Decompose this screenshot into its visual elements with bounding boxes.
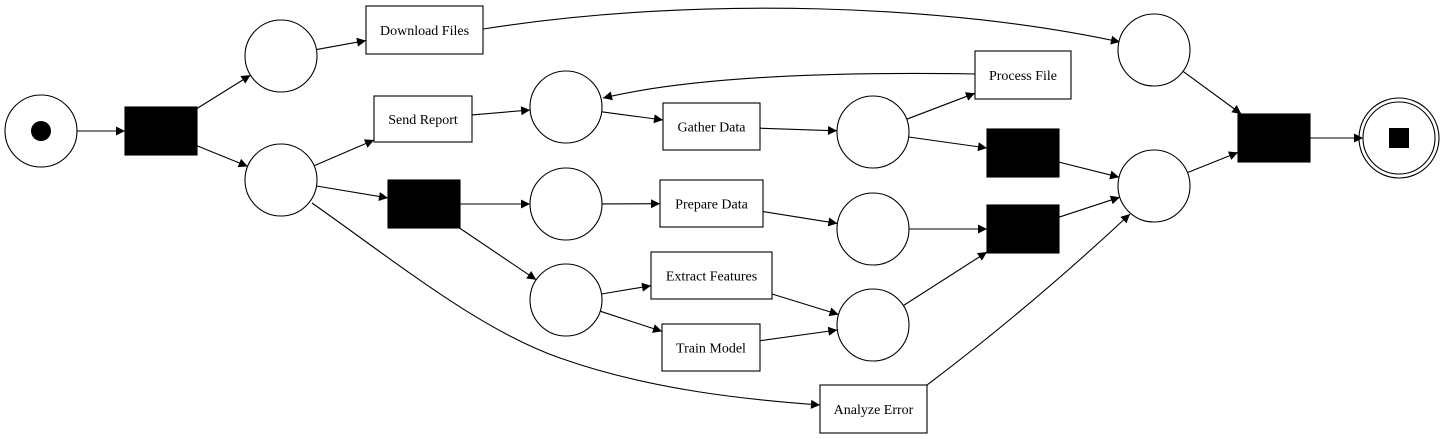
transition-label: Gather Data: [677, 121, 746, 136]
place-p_i: [1117, 13, 1191, 87]
arc-p_b-to-t_send: [313, 139, 375, 167]
transition-t_extract: Extract Features: [650, 251, 773, 300]
transition-label: Send Report: [388, 113, 458, 128]
arc-p_i-to-t_join: [1182, 70, 1242, 115]
arc-t_prepare-to-p_g: [762, 211, 838, 227]
arc-t_process-to-p_c: [602, 72, 976, 101]
arc-p_f-to-t_process: [906, 92, 976, 120]
place-p_a: [244, 19, 318, 93]
transition-label: Download Files: [380, 24, 469, 39]
place-p_e: [529, 263, 603, 337]
silent-transition-t_tau2: [986, 128, 1060, 178]
transition-label: Train Model: [676, 342, 746, 357]
silent-transition-t_join: [1237, 113, 1311, 163]
final-marking-square: [1389, 128, 1409, 148]
transition-t_analyze: Analyze Error: [819, 384, 928, 434]
place-p_d: [529, 167, 603, 241]
place-p_j: [1117, 149, 1191, 223]
transition-label: Analyze Error: [834, 403, 914, 418]
arcs: [77, 7, 1363, 409]
arc-t_tau2-to-p_j: [1058, 161, 1120, 180]
arc-p_h-to-t_tau3: [903, 251, 988, 307]
silent-transition-t_tau1: [387, 179, 461, 229]
transition-t_process: Process File: [974, 50, 1072, 100]
token-dot: [31, 121, 51, 141]
place-p_c: [529, 70, 603, 144]
transition-t_prepare: Prepare Data: [659, 179, 764, 228]
arc-p_a-to-t_download: [316, 37, 367, 51]
transition-t_gather: Gather Data: [662, 102, 761, 151]
transition-t_train: Train Model: [661, 323, 761, 372]
silent-transition-t_tau3: [986, 204, 1060, 254]
place-p_g: [836, 192, 910, 266]
arc-t_download-to-p_i: [482, 7, 1121, 45]
transition-label: Process File: [989, 69, 1057, 84]
transition-t_download: Download Files: [365, 5, 484, 55]
silent-transition-t_split: [124, 106, 198, 156]
place-source: [4, 94, 78, 168]
arc-p_e-to-t_train: [600, 310, 663, 333]
arc-p_j-to-t_join: [1187, 151, 1239, 174]
arc-t_train-to-p_h: [759, 326, 838, 342]
arc-t_split-to-p_b: [196, 145, 248, 168]
arc-p_c-to-t_gather: [601, 111, 664, 124]
arc-p_b-to-t_analyze: [311, 202, 821, 409]
arc-p_f-to-t_tau2: [908, 136, 988, 152]
transition-t_send: Send Report: [373, 95, 473, 143]
arc-t_analyze-to-p_j: [926, 213, 1131, 386]
transition-label: Prepare Data: [675, 198, 748, 213]
transition-label: Extract Features: [666, 270, 757, 285]
arc-p_e-to-t_extract: [601, 282, 652, 295]
arc-t_tau1-to-p_e: [459, 227, 537, 281]
arc-p_b-to-t_tau1: [316, 185, 389, 201]
arc-t_send-to-p_c: [471, 106, 531, 116]
place-p_h: [836, 288, 910, 362]
arc-t_extract-to-p_h: [771, 293, 839, 317]
place-p_b: [244, 143, 318, 217]
arc-t_tau3-to-p_j: [1058, 195, 1120, 218]
arc-t_split-to-p_a: [196, 74, 251, 109]
arc-t_gather-to-p_f: [759, 125, 838, 135]
place-sink: [1358, 97, 1440, 179]
place-p_f: [836, 95, 910, 169]
